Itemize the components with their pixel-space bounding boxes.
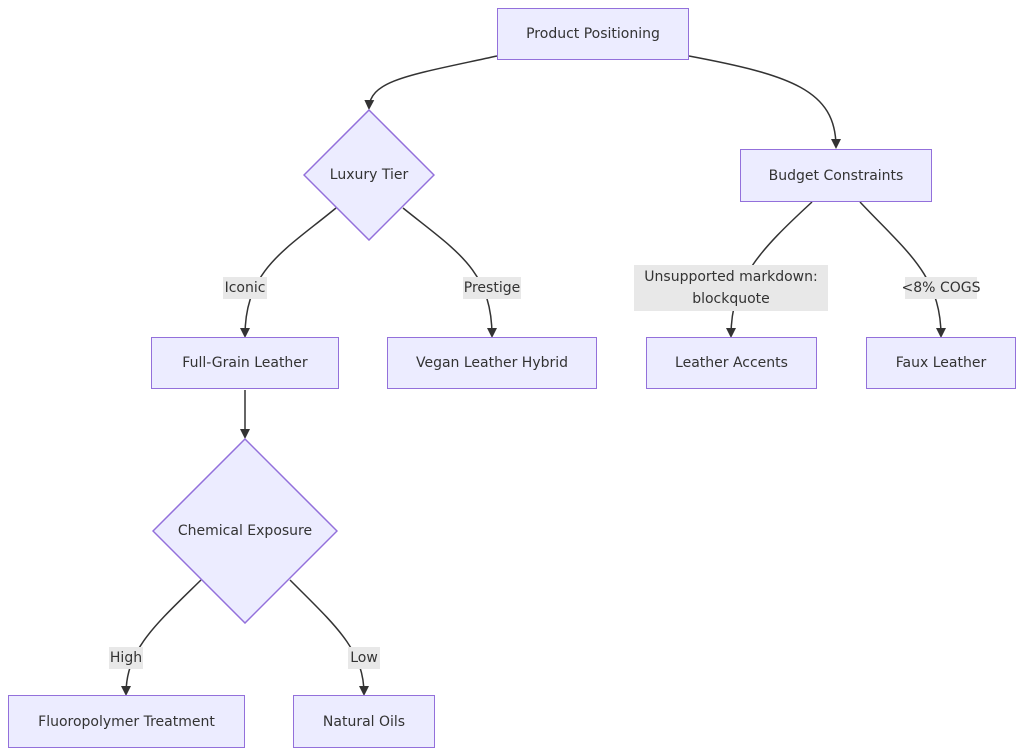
edge-label-low: Low	[348, 647, 380, 669]
edge-label-cogs: <8% COGS	[902, 277, 980, 299]
edge-label-iconic: Iconic	[223, 277, 267, 299]
edge-label-unsupported-line2: blockquote	[692, 291, 770, 307]
edge-chemical-to-fluoropolymer	[121, 579, 202, 696]
node-vegan-leather-hybrid: Vegan Leather Hybrid	[387, 337, 597, 389]
edge-positioning-to-luxury	[364, 55, 498, 110]
edge-budget-to-faux	[859, 201, 946, 338]
edge-positioning-to-budget	[688, 55, 841, 149]
node-luxury-tier: Luxury Tier	[303, 109, 435, 241]
diamond-shape	[303, 109, 435, 241]
edge-label-prestige: Prestige	[463, 277, 521, 299]
node-fluoropolymer-treatment: Fluoropolymer Treatment	[8, 695, 245, 748]
node-product-positioning: Product Positioning	[497, 8, 689, 60]
diamond-shape	[152, 438, 338, 624]
node-chemical-exposure: Chemical Exposure	[152, 438, 338, 624]
node-luxury-tier-label: Luxury Tier	[329, 167, 409, 183]
edge-chemical-to-oils	[289, 579, 369, 696]
node-chemical-exposure-label: Chemical Exposure	[177, 523, 313, 539]
edge-label-unsupported-line1: Unsupported markdown:	[644, 269, 818, 285]
node-faux-leather: Faux Leather	[866, 337, 1016, 389]
node-budget-constraints: Budget Constraints	[740, 149, 932, 202]
edge-label-high: High	[109, 647, 143, 669]
edge-label-unsupported-markdown: Unsupported markdown: blockquote	[634, 265, 828, 311]
edge-luxury-to-vegan	[402, 207, 497, 338]
node-natural-oils: Natural Oils	[293, 695, 435, 748]
edge-luxury-to-fullgrain	[240, 207, 337, 338]
node-leather-accents: Leather Accents	[646, 337, 817, 389]
node-full-grain-leather: Full-Grain Leather	[151, 337, 339, 389]
